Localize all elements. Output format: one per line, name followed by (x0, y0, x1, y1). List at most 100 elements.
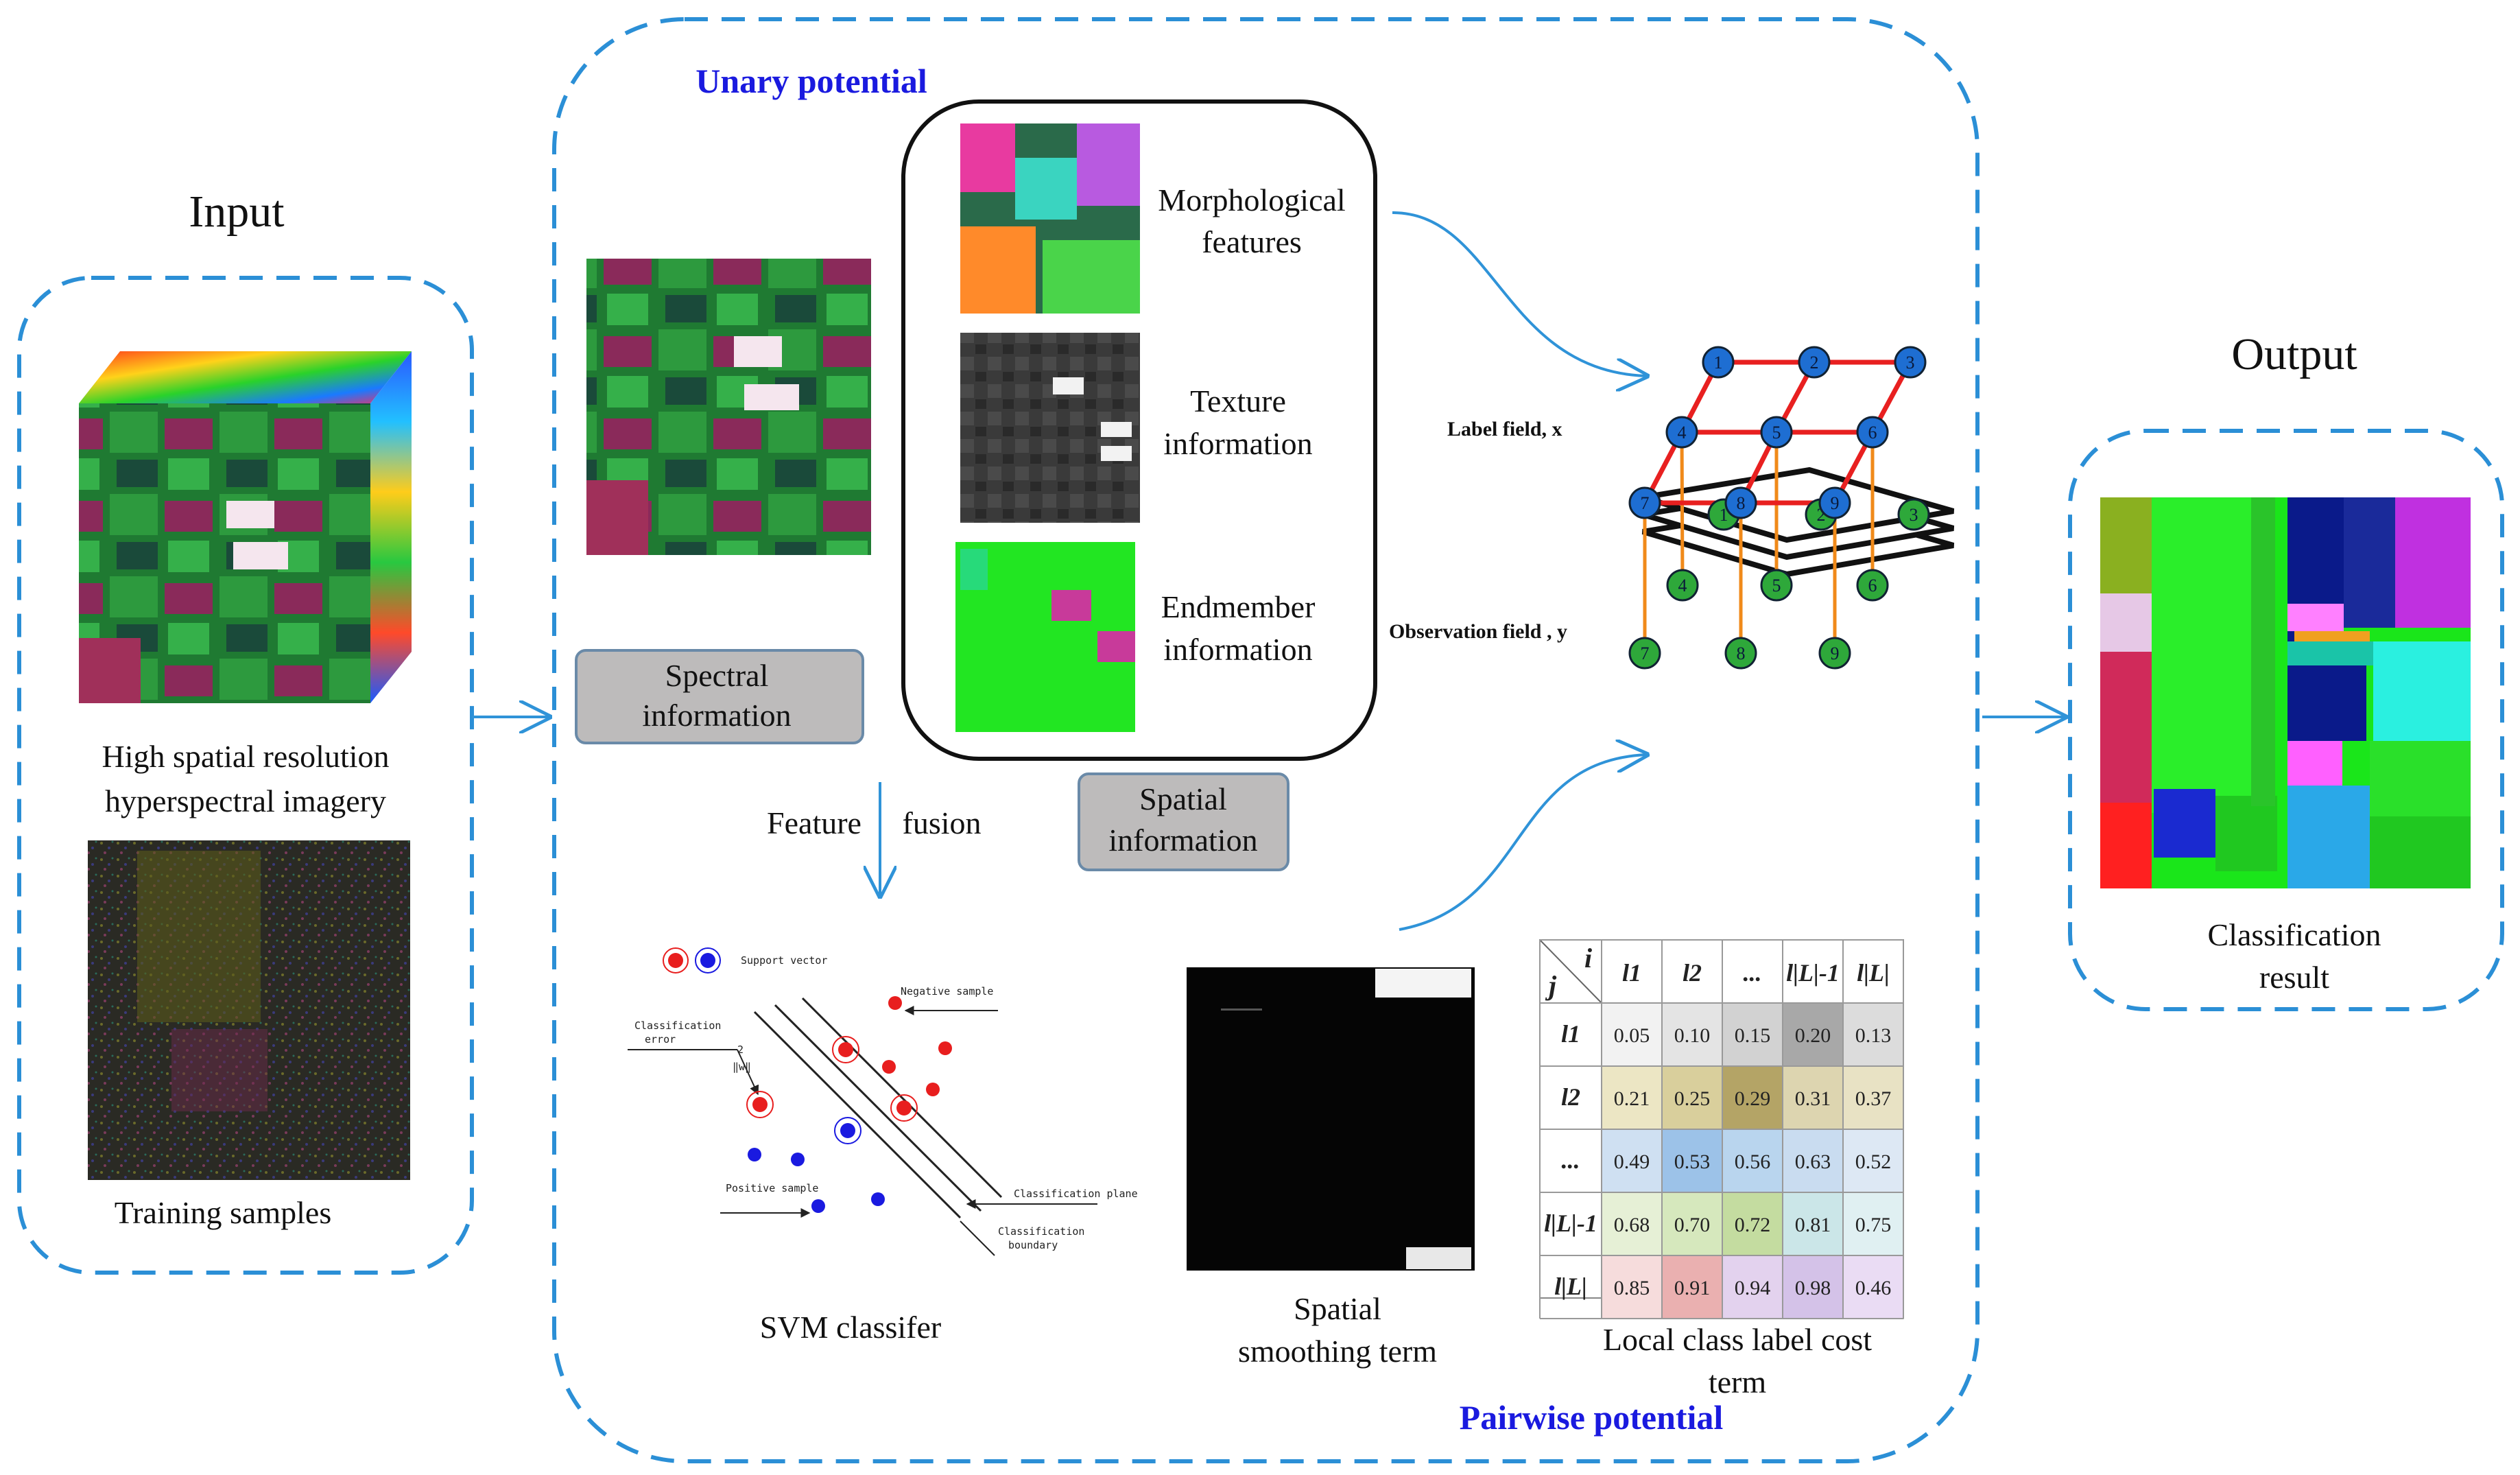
label-node (1665, 416, 1698, 449)
observation-node-label: 9 (1831, 644, 1840, 663)
cost-table-cell: 0.52 (1855, 1150, 1892, 1173)
cost-table-cell: 0.20 (1795, 1024, 1831, 1047)
endmember-image (955, 542, 1135, 732)
cost-table-cell-bg (1842, 1129, 1904, 1193)
observation-node-label: 4 (1678, 576, 1687, 595)
spectral-information-line1: Spectral (665, 658, 769, 693)
cost-table-cell-bg (1782, 1065, 1844, 1130)
label-node-label: 7 (1641, 493, 1650, 513)
label-node (1856, 416, 1889, 449)
cost-table-cell: 0.98 (1795, 1277, 1831, 1299)
svm-caption: SVM classifer (760, 1310, 941, 1345)
label-node (1760, 416, 1793, 449)
cost-table-row-header: l|L|-1 (1544, 1210, 1597, 1237)
cost-table-cell: 0.63 (1795, 1150, 1831, 1173)
observation-node-label: 5 (1772, 576, 1781, 595)
label-node-label: 1 (1714, 353, 1723, 373)
cost-caption-line2: term (1709, 1365, 1767, 1400)
cost-table-cell: 0.29 (1735, 1087, 1771, 1110)
input-title: Input (189, 187, 284, 237)
spatial-information-line2: information (1108, 823, 1257, 858)
svg-text:‖w‖: ‖w‖ (733, 1061, 751, 1073)
cost-table-cell-bg (1722, 1065, 1783, 1130)
morphological-image (960, 123, 1140, 314)
morphological-label-line2: features (1202, 224, 1302, 259)
output-caption-line2: result (2259, 960, 2329, 995)
smoothing-caption-line2: smoothing term (1238, 1334, 1437, 1369)
features-to-crf-arrow (1392, 211, 1646, 376)
pairwise-potential-title: Pairwise potential (1460, 1398, 1724, 1437)
svg-text:error: error (645, 1033, 676, 1046)
classification-result-image (2100, 497, 2471, 888)
output-caption-line1: Classification (2208, 917, 2381, 952)
cost-table-cell: 0.68 (1614, 1214, 1650, 1236)
cost-table-corner-i: i (1584, 943, 1592, 974)
hyperspectral-caption-line2: hyperspectral imagery (105, 783, 386, 818)
cost-table-cell: 0.37 (1855, 1087, 1892, 1110)
smoothing-caption-line1: Spatial (1294, 1291, 1381, 1326)
label-node-label: 5 (1772, 423, 1781, 442)
label-node (1702, 346, 1735, 379)
spectral-image (586, 259, 871, 555)
morphological-label-line1: Morphological (1158, 182, 1345, 217)
cost-table-cell: 0.72 (1735, 1214, 1771, 1236)
crf-edge (1680, 432, 1685, 586)
cost-table-col-header: l|L|-1 (1786, 959, 1840, 987)
spectral-information-box (575, 649, 864, 744)
unary-pairwise-dashed-box (552, 17, 1980, 1463)
label-node (1628, 486, 1661, 519)
cost-table-cell: 0.91 (1674, 1277, 1711, 1299)
pairwise-to-crf-arrow (1399, 755, 1646, 931)
label-node-label: 2 (1810, 353, 1819, 373)
svg-text:Classification plane: Classification plane (1014, 1188, 1138, 1200)
cost-table-cell: 0.81 (1795, 1214, 1831, 1236)
cost-table-cell: 0.70 (1674, 1214, 1711, 1236)
cost-table-cell-bg (1661, 1192, 1723, 1256)
observation-node (1818, 637, 1851, 670)
label-node (1818, 486, 1851, 519)
endmember-label-line1: Endmember (1161, 589, 1316, 624)
cost-table-cell-bg (1661, 1065, 1723, 1130)
cost-table-row-header: l|L| (1554, 1273, 1587, 1300)
cost-table-cell: 0.13 (1855, 1024, 1892, 1047)
cost-table-row-header: l1 (1561, 1020, 1580, 1048)
svg-text:Classification: Classification (998, 1225, 1084, 1238)
cost-table-cell: 0.75 (1855, 1214, 1892, 1236)
cost-table-cell: 0.85 (1614, 1277, 1650, 1299)
feature-fusion-label-right: fusion (903, 805, 982, 840)
unary-potential-title: Unary potential (696, 62, 927, 100)
spatial-features-box (901, 99, 1377, 761)
feature-fusion-label-left: Feature (767, 805, 861, 840)
texture-label-line1: Texture (1190, 384, 1286, 418)
cost-table-cell: 0.94 (1735, 1277, 1771, 1299)
label-node (1894, 346, 1927, 379)
cost-table-row-header: ... (1562, 1146, 1580, 1174)
cost-table-row-header: l2 (1561, 1083, 1580, 1111)
label-node (1724, 486, 1757, 519)
observation-node (1666, 569, 1699, 602)
observation-node-label: 8 (1737, 644, 1746, 663)
cost-table-col-header: l1 (1622, 959, 1641, 987)
cost-table-col-header: l|L| (1857, 959, 1890, 987)
cost-table-cell: 0.46 (1855, 1277, 1892, 1299)
label-node-label: 8 (1737, 493, 1746, 513)
observation-field-label: Observation field , y (1389, 620, 1567, 643)
input-dashed-box (17, 276, 474, 1275)
label-field-label: Label field, x (1447, 418, 1562, 440)
label-node-label: 4 (1678, 423, 1687, 442)
svg-text:Negative sample: Negative sample (901, 985, 993, 998)
cost-table-cell: 0.21 (1614, 1087, 1650, 1110)
cost-table-cell: 0.25 (1674, 1087, 1711, 1110)
output-dashed-box (2068, 429, 2504, 1011)
endmember-label-line2: information (1163, 632, 1312, 667)
spatial-information-line1: Spatial (1139, 781, 1227, 816)
cost-caption-line1: Local class label cost (1603, 1322, 1872, 1357)
svg-text:Positive sample: Positive sample (726, 1182, 818, 1194)
observation-node (1760, 569, 1793, 602)
svm-diagram: Support vector Negative sample Classific… (628, 947, 1138, 1256)
observation-node-label: 6 (1868, 576, 1877, 595)
label-node-label: 3 (1906, 353, 1915, 373)
observation-node-label: 7 (1641, 644, 1650, 663)
